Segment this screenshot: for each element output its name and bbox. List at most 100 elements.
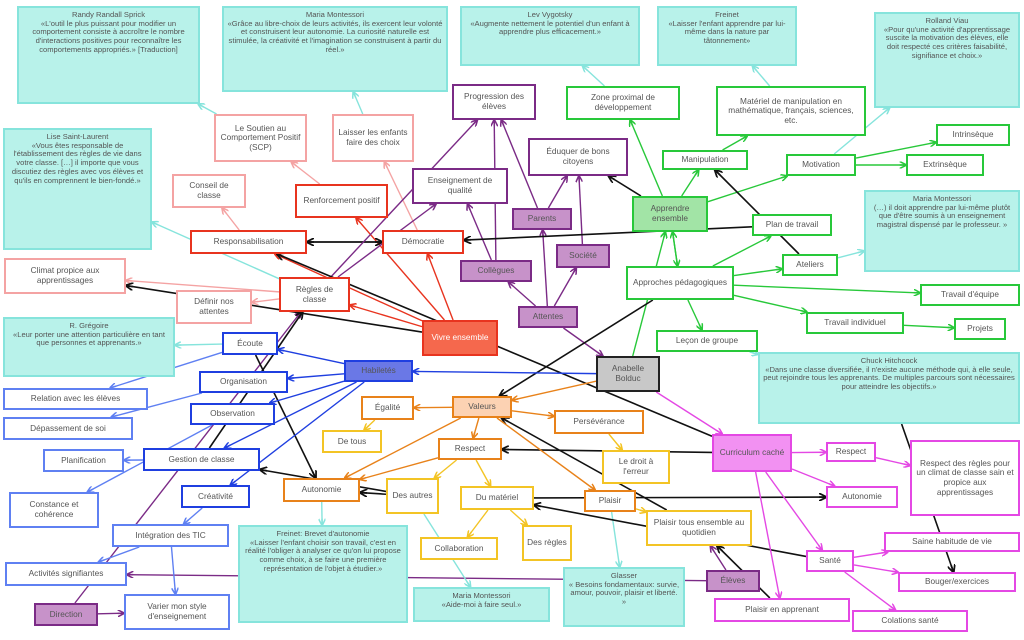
concept-node-gestion[interactable]: Gestion de classe (143, 448, 260, 471)
concept-node-collations[interactable]: Colations santé (852, 610, 968, 632)
concept-node-activites[interactable]: Activités signifiantes (5, 562, 127, 586)
concept-node-progression[interactable]: Progression des élèves (452, 84, 536, 120)
concept-node-relation[interactable]: Relation avec les élèves (3, 388, 148, 410)
concept-node-ledroit[interactable]: Le droit à l'erreur (602, 450, 670, 484)
quote-box-vygotsky[interactable]: Lev Vygotsky«Augmente nettement le poten… (460, 6, 640, 66)
concept-node-egalite[interactable]: Égalité (361, 396, 414, 420)
node-label: Renforcement positif (303, 195, 380, 206)
concept-node-enseignement[interactable]: Enseignement de qualité (412, 168, 508, 204)
concept-node-plaisir[interactable]: Plaisir (584, 490, 636, 512)
node-label: Anabelle Bolduc (611, 363, 645, 383)
concept-node-extrinseque[interactable]: Extrinsèque (906, 154, 984, 176)
concept-node-desautres[interactable]: Des autres (386, 478, 439, 514)
concept-node-dumateriel[interactable]: Du matériel (460, 486, 534, 510)
concept-node-regles[interactable]: Règles de classe (279, 277, 350, 312)
concept-node-vivre[interactable]: Vivre ensemble (422, 320, 498, 356)
concept-node-renforcement[interactable]: Renforcement positif (295, 184, 388, 218)
quote-box-gregoire[interactable]: R. Grégoire«Leur porter une attention pa… (3, 317, 175, 377)
concept-node-motivation[interactable]: Motivation (786, 154, 856, 176)
connector-attentes-to-collegues (508, 282, 537, 307)
concept-node-bouger[interactable]: Bouger/exercices (898, 572, 1016, 592)
connector-anabelle-to-valeurs (512, 380, 597, 400)
node-label: Responsabilisation (213, 236, 284, 247)
concept-node-plaisirtous[interactable]: Plaisir tous ensemble au quotidien (646, 510, 752, 546)
concept-node-plan[interactable]: Plan de travail (752, 214, 832, 236)
concept-node-respect[interactable]: Respect (438, 438, 502, 460)
concept-node-equipe[interactable]: Travail d'équipe (920, 284, 1020, 306)
concept-node-conseil[interactable]: Conseil de classe (172, 174, 246, 208)
concept-node-desregles[interactable]: Des règles (522, 525, 572, 561)
concept-node-integration[interactable]: Intégration des TIC (112, 524, 229, 547)
concept-node-autonomie2[interactable]: Autonomie (826, 486, 898, 508)
concept-node-eduquer[interactable]: Éduquer de bons citoyens (528, 138, 628, 176)
concept-node-eleves[interactable]: Élèves (706, 570, 760, 592)
concept-node-apprendre[interactable]: Apprendre ensemble (632, 196, 708, 232)
node-label: Planification (61, 454, 106, 465)
concept-node-saine[interactable]: Saine habitude de vie (884, 532, 1020, 552)
concept-node-anabelle[interactable]: Anabelle Bolduc (596, 356, 660, 392)
concept-node-varier[interactable]: Varier mon style d'enseignement (124, 594, 230, 630)
concept-node-creativite[interactable]: Créativité (181, 485, 250, 508)
concept-node-attentes[interactable]: Attentes (518, 306, 578, 328)
quote-author: Maria Montessori (452, 591, 511, 600)
connector-curriculum-to-sante (765, 471, 822, 550)
quote-box-montessori3[interactable]: Maria Montessori«Aide-moi à faire seul.» (413, 587, 550, 622)
connector-laisser-to-montessori (353, 92, 364, 115)
concept-node-depassement[interactable]: Dépassement de soi (3, 417, 133, 440)
node-label: Écoute (237, 337, 263, 348)
quote-box-montessori2[interactable]: Maria Montessori(…) il doit apprendre pa… (864, 190, 1020, 272)
concept-node-zone[interactable]: Zone proximal de développement (566, 86, 680, 120)
concept-node-collaboration[interactable]: Collaboration (420, 537, 498, 560)
concept-node-direction[interactable]: Direction (34, 603, 98, 626)
quote-box-montessori[interactable]: Maria Montessori«Grâce au libre-choix de… (222, 6, 448, 92)
concept-node-soutien[interactable]: Le Soutien au Comportement Positif (SCP) (214, 114, 307, 162)
quote-box-glasser[interactable]: Glasser« Besoins fondamentaux: survie, a… (563, 567, 685, 627)
concept-node-democratie[interactable]: Démocratie (382, 230, 464, 254)
concept-node-intrinseque[interactable]: Intrinsèque (936, 124, 1010, 146)
quote-box-lise[interactable]: Lise Saint-Laurent«Vous êtes responsable… (3, 128, 152, 250)
concept-node-ateliers[interactable]: Ateliers (782, 254, 838, 276)
concept-node-lecon[interactable]: Leçon de groupe (656, 330, 758, 352)
concept-node-perseverance[interactable]: Persévérance (554, 410, 644, 434)
concept-node-approches[interactable]: Approches pédagogiques (626, 266, 734, 300)
node-label: Des autres (392, 490, 433, 501)
quote-box-freinet[interactable]: Freinet«Laisser l'enfant apprendre par l… (657, 6, 797, 66)
concept-node-autonomie[interactable]: Autonomie (283, 478, 360, 502)
node-label: Climat propice aux apprentissages (30, 265, 100, 285)
node-label: Définir nos attentes (194, 296, 234, 316)
concept-node-parents[interactable]: Parents (512, 208, 572, 230)
concept-node-curriculum[interactable]: Curriculum caché (712, 434, 792, 472)
concept-node-sante[interactable]: Santé (806, 550, 854, 572)
concept-node-responsabilisation[interactable]: Responsabilisation (190, 230, 307, 254)
concept-node-individuel[interactable]: Travail individuel (806, 312, 904, 334)
concept-node-laisser[interactable]: Laisser les enfants faire des choix (332, 114, 414, 162)
concept-node-projets[interactable]: Projets (954, 318, 1006, 340)
quote-author: Freinet (715, 10, 739, 19)
concept-node-respectregles[interactable]: Respect des règles pour un climat de cla… (910, 440, 1020, 516)
concept-node-manipulation[interactable]: Manipulation (662, 150, 748, 170)
concept-node-societe[interactable]: Société (556, 244, 610, 268)
concept-node-definir[interactable]: Définir nos attentes (176, 290, 252, 324)
quote-box-freinet2[interactable]: Freinet: Brevet d'autonomie«Laisser l'en… (238, 525, 408, 623)
quote-box-viau[interactable]: Rolland Viau«Pour qu'une activité d'appr… (874, 12, 1020, 108)
concept-node-detous[interactable]: De tous (322, 430, 382, 453)
concept-node-climat[interactable]: Climat propice aux apprentissages (4, 258, 126, 294)
connector-respect-to-desautres (435, 459, 457, 478)
concept-node-observation[interactable]: Observation (190, 403, 275, 425)
concept-node-respect2[interactable]: Respect (826, 442, 876, 462)
connector-approches-to-apprendre (673, 232, 679, 267)
connector-parents-to-progression (501, 120, 539, 209)
concept-node-plaisirapp[interactable]: Plaisir en apprenant (714, 598, 850, 622)
concept-node-organisation[interactable]: Organisation (199, 371, 288, 393)
concept-node-valeurs[interactable]: Valeurs (452, 396, 512, 418)
node-label: Zone proximal de développement (590, 92, 656, 112)
concept-node-habiletes[interactable]: Habiletés (344, 360, 413, 382)
concept-node-collegues[interactable]: Collègues (460, 260, 532, 282)
quote-box-chuck[interactable]: Chuck Hitchcock«Dans une classe diversif… (758, 352, 1020, 424)
concept-node-materiel[interactable]: Matériel de manipulation en mathématique… (716, 86, 866, 136)
quote-box-randy[interactable]: Randy Randall Sprick«L'outil le plus pui… (17, 6, 200, 104)
concept-node-ecoute[interactable]: Écoute (222, 332, 278, 355)
node-label: Attentes (532, 311, 564, 322)
concept-node-planification[interactable]: Planification (43, 449, 124, 472)
concept-node-constance[interactable]: Constance et cohérence (9, 492, 99, 528)
